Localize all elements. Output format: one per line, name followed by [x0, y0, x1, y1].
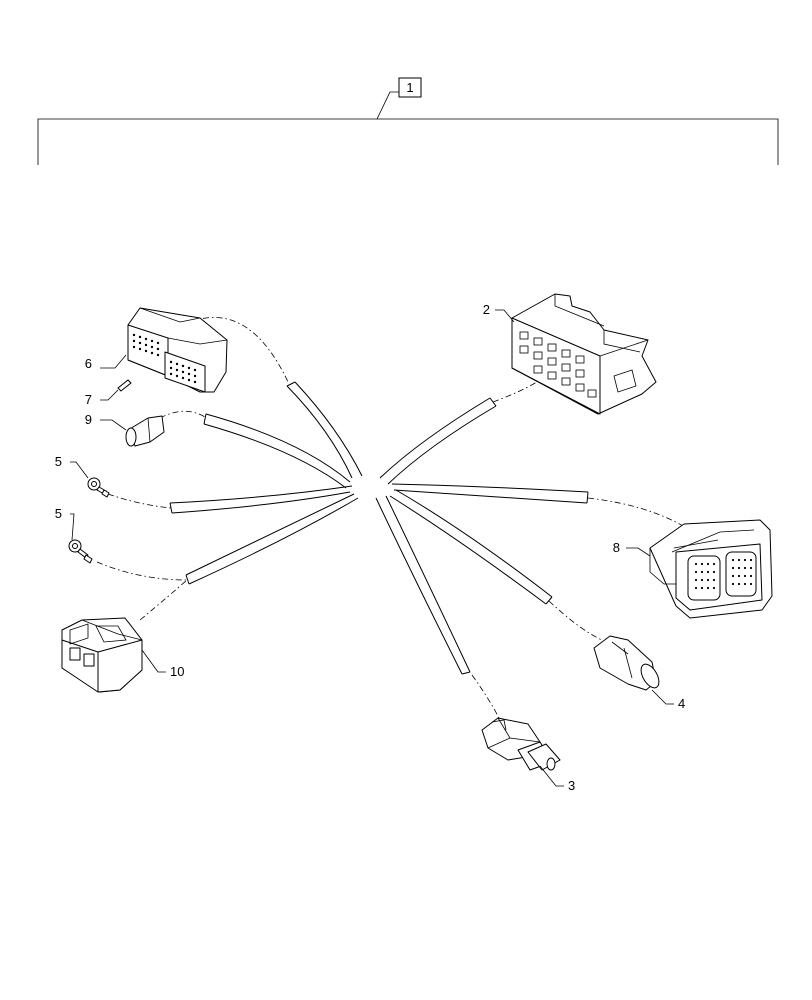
connector-6: [100, 307, 228, 393]
callout-2: 2: [483, 302, 490, 317]
callout-5-lower: 5: [55, 506, 62, 521]
callout-7: 7: [85, 392, 92, 407]
connector-10: [61, 617, 166, 693]
callout-6: 6: [85, 356, 92, 371]
ring-terminal-5-upper: [70, 461, 110, 498]
connection-lines: [96, 317, 691, 721]
bulkhead-connector-8: [626, 519, 773, 619]
callout-8: 8: [613, 540, 620, 555]
fuse-box-2: [495, 293, 657, 415]
callout-9: 9: [85, 412, 92, 427]
ring-terminal-5-lower: [68, 513, 93, 564]
callout-4: 4: [678, 696, 685, 711]
assembly-bracket: [37, 77, 779, 165]
connector-3: [481, 717, 564, 787]
connector-4: [593, 635, 674, 705]
harness-branches: [169, 381, 589, 675]
callout-5-upper: 5: [55, 454, 62, 469]
callout-1: 1: [406, 80, 413, 95]
terminal-7: [100, 379, 132, 401]
connector-9: [100, 415, 165, 447]
callout-10: 10: [170, 664, 184, 679]
callout-3: 3: [568, 778, 575, 793]
